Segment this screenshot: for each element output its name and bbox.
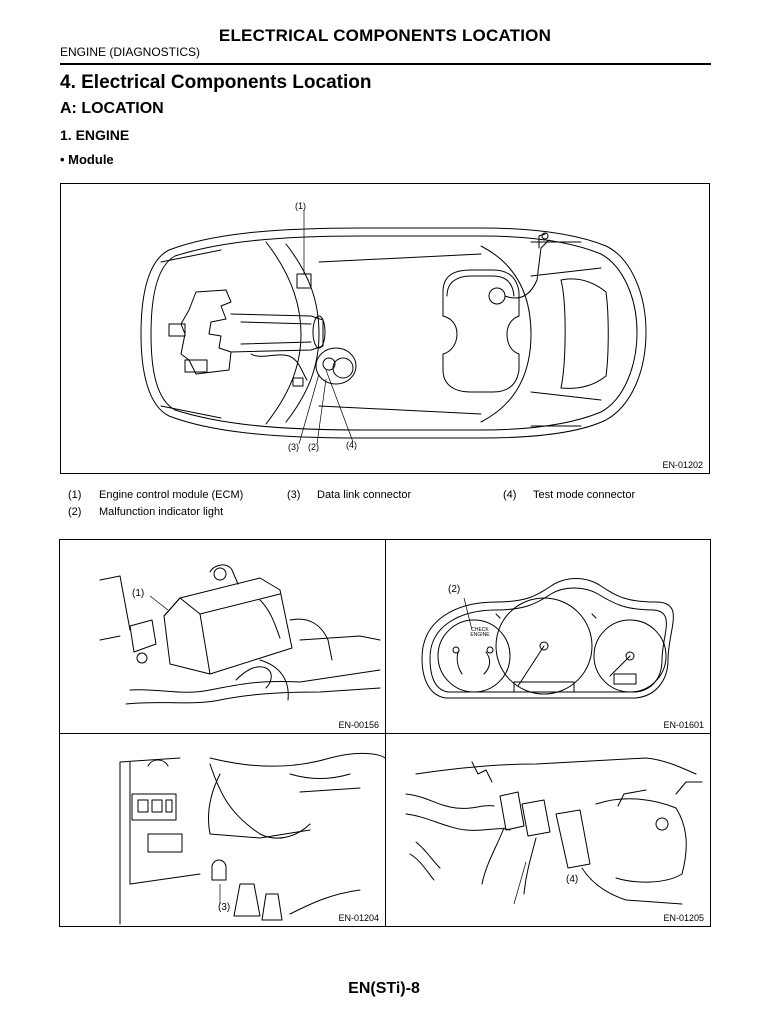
legend-num-4: (4) <box>503 489 517 501</box>
heading-module: • Module <box>60 152 114 167</box>
legend-num-3: (3) <box>287 489 301 501</box>
cluster-detail-figure: (2) CHECK ENGINE EN-01601 <box>386 540 710 733</box>
figure-code-cluster: EN-01601 <box>663 720 704 730</box>
check-engine-label: CHECK ENGINE <box>470 627 490 638</box>
legend-text-3: Data link connector <box>317 489 412 501</box>
ecm-detail-figure: (1) EN-00156 <box>60 540 385 733</box>
callout-3: (3) <box>288 442 299 452</box>
legend-text-1: Engine control module (ECM) <box>99 489 244 501</box>
data-link-connector-figure: (3) EN-01204 <box>60 734 385 926</box>
legend-text-4: Test mode connector <box>533 489 636 501</box>
legend-num-1: (1) <box>68 489 82 501</box>
callout-1: (1) <box>295 201 306 211</box>
ecm-callout: (1) <box>132 588 145 599</box>
page-number: EN(STi)-8 <box>348 980 420 997</box>
vehicle-line-drawing <box>140 210 647 445</box>
page-header-title: ELECTRICAL COMPONENTS LOCATION <box>218 26 552 45</box>
test-mode-connector-figure: (4) EN-01205 <box>386 734 710 926</box>
under-dash-wiring-drawing <box>405 757 703 905</box>
figure-code-dlc: EN-01204 <box>338 913 379 923</box>
detail-figure-grid: (1) EN-00156 (2) CHECK ENGINE EN-01601 <box>59 539 711 927</box>
vehicle-overview-figure: (1) (3) (2) (4) EN-01202 <box>60 183 710 474</box>
figure-code: EN-01202 <box>662 460 703 470</box>
cluster-callout: (2) <box>448 584 461 595</box>
heading-section: 4. Electrical Components Location <box>60 72 372 93</box>
legend-num-2: (2) <box>68 506 82 518</box>
ecm-drawing <box>99 564 381 705</box>
legend-text-2: Malfunction indicator light <box>99 506 224 518</box>
section-name: ENGINE (DIAGNOSTICS) <box>60 45 201 59</box>
callout-2: (2) <box>308 442 319 452</box>
grid-divider-horizontal <box>60 733 710 734</box>
instrument-cluster-drawing <box>421 578 674 699</box>
figure-code-ecm: EN-00156 <box>338 720 379 730</box>
dash-underside-drawing <box>119 752 385 925</box>
heading-subsection: A: LOCATION <box>60 100 164 117</box>
callout-4: (4) <box>346 440 357 450</box>
test-mode-callout: (4) <box>566 874 579 885</box>
header-rule <box>60 63 711 65</box>
data-link-callout: (3) <box>218 902 231 913</box>
figure-code-tmc: EN-01205 <box>663 913 704 923</box>
heading-engine: 1. ENGINE <box>60 127 130 143</box>
